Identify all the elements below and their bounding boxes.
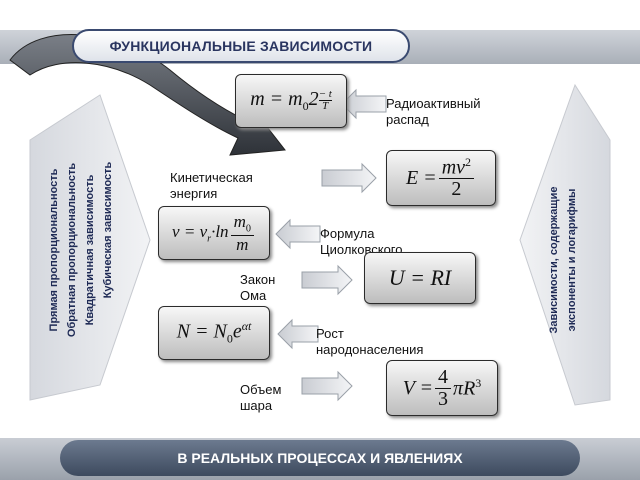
label-line: распад bbox=[386, 112, 429, 127]
arrow-left-icon bbox=[341, 88, 387, 120]
left-panel-line: Квадратичная зависимость bbox=[84, 174, 96, 326]
label-line: шара bbox=[240, 398, 273, 413]
label-line: народонаселения bbox=[316, 342, 424, 357]
label-kinetic-energy: Кинетическая энергия bbox=[170, 170, 253, 202]
arrow-left-icon bbox=[277, 318, 319, 350]
label-line: Рост bbox=[316, 326, 344, 341]
left-panel-line: Обратная пропорциональность bbox=[66, 162, 78, 338]
label-sphere-volume: Объем шара bbox=[240, 382, 281, 414]
arrow-right-icon bbox=[321, 162, 377, 194]
label-line: Закон bbox=[240, 272, 276, 287]
label-line: Объем bbox=[240, 382, 282, 397]
formula-population-growth: N = N0eαt bbox=[158, 306, 270, 360]
arrow-right-icon bbox=[301, 264, 353, 296]
label-ohm-law: Закон Ома bbox=[240, 272, 275, 304]
label-line: Ома bbox=[240, 288, 267, 303]
left-panel-line: Прямая пропорциональность bbox=[48, 168, 60, 332]
left-panel-wedge bbox=[29, 94, 151, 401]
formula-ohm-law: U = RI bbox=[364, 252, 476, 304]
label-population-growth: Рост народонаселения bbox=[316, 326, 423, 358]
label-line: Формула bbox=[320, 226, 375, 241]
label-line: энергия bbox=[170, 186, 218, 201]
page-title: ФУНКЦИОНАЛЬНЫЕ ЗАВИСИМОСТИ bbox=[72, 29, 410, 63]
right-panel-line: Зависимости, содержащие bbox=[548, 186, 560, 334]
label-line: Кинетическая bbox=[170, 170, 253, 185]
arrow-left-icon bbox=[275, 218, 321, 250]
arrow-right-icon bbox=[301, 370, 353, 402]
left-panel-line: Кубическая зависимость bbox=[102, 161, 114, 299]
right-panel-line: экспоненты и логарифмы bbox=[566, 188, 578, 332]
label-radioactive-decay: Радиоактивный распад bbox=[386, 96, 481, 128]
label-line: Радиоактивный bbox=[386, 96, 481, 111]
footer-banner: В РЕАЛЬНЫХ ПРОЦЕССАХ И ЯВЛЕНИЯХ bbox=[60, 440, 580, 476]
right-panel-wedge bbox=[519, 83, 611, 406]
